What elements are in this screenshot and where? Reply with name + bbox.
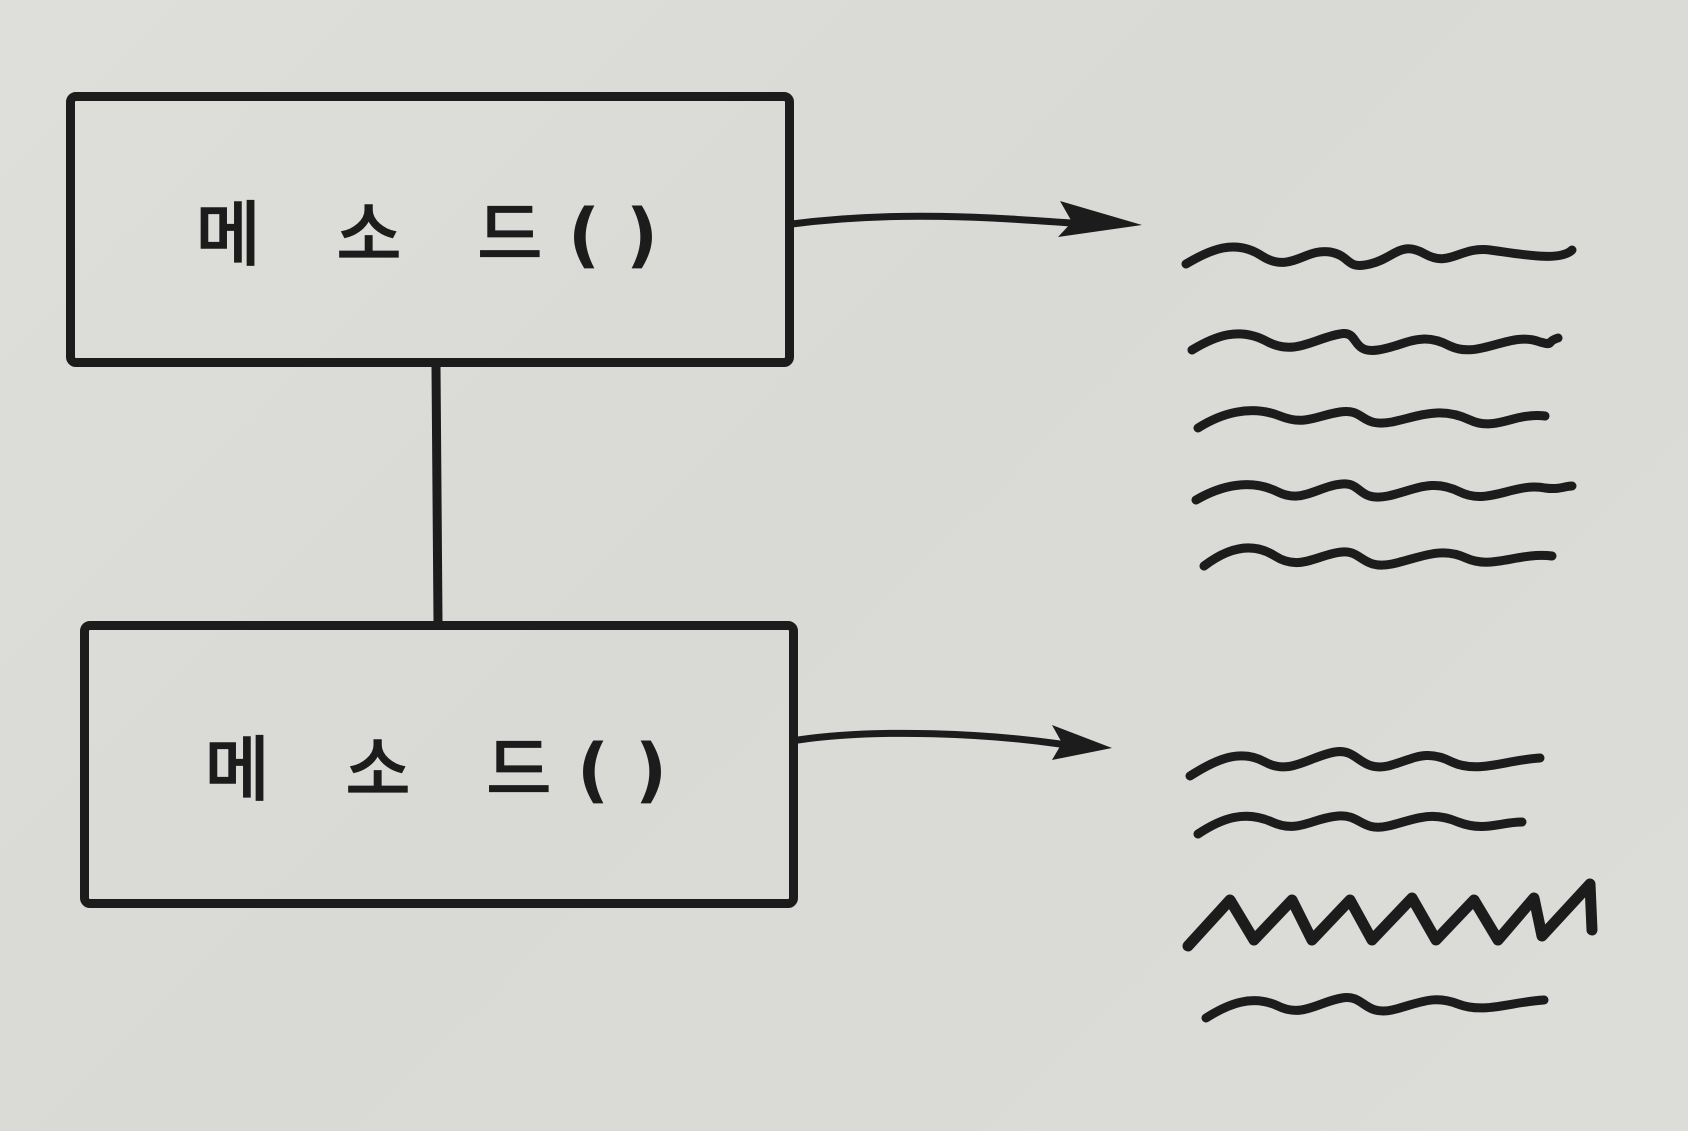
method-box-top: 메 소 드() [66,92,794,367]
box-connector-line [431,361,443,627]
wavy-text-line [1181,242,1577,270]
wavy-text-line [1199,543,1557,571]
method-box-bottom-label: 메 소 드() [205,729,693,811]
zigzag-text-line [1182,878,1598,952]
wavy-text-line [1187,329,1563,355]
wavy-text-line [1193,811,1527,839]
wavy-text-line [1193,406,1550,433]
wavy-text-line [1185,747,1545,781]
bottom-arrow [794,725,1112,760]
method-box-bottom: 메 소 드() [80,621,798,908]
method-box-top-label: 메 소 드() [196,194,684,276]
top-text-placeholder [1181,242,1577,571]
bottom-text-placeholder [1182,747,1598,1023]
wavy-text-line [1191,479,1577,505]
wavy-text-line [1201,993,1549,1023]
top-arrow [788,201,1142,237]
